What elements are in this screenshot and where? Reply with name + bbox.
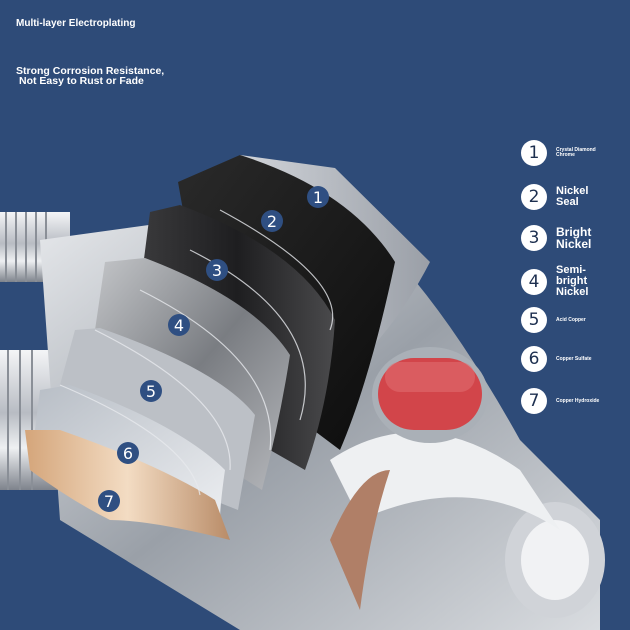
subtitle-line-1: Strong Corrosion Resistance, xyxy=(16,65,165,77)
legend-number-7: 7 xyxy=(521,388,547,414)
legend-number-3: 3 xyxy=(521,225,547,251)
legend-number-2: 2 xyxy=(521,184,547,210)
legend-label-3: Bright Nickel xyxy=(556,225,592,251)
legend-label-7: Copper Hydroxide xyxy=(556,397,600,404)
legend-number-6: 6 xyxy=(521,346,547,372)
layer-marker-2: 2 xyxy=(261,210,283,232)
layer-marker-1: 1 xyxy=(307,186,329,208)
legend-number-5: 5 xyxy=(521,307,547,333)
legend-label-5: Acid Copper xyxy=(556,316,586,323)
legend-label-6: Copper Sulfate xyxy=(556,355,592,362)
legend-number-1: 1 xyxy=(521,140,547,166)
layer-marker-5: 5 xyxy=(140,380,162,402)
layer-marker-4: 4 xyxy=(168,314,190,336)
page-title: Multi-layer Electroplating xyxy=(16,18,136,29)
legend-label-4: Semi-bright Nickel xyxy=(556,264,589,298)
layer-marker-6: 6 xyxy=(117,442,139,464)
legend-label-2: Nickel Seal xyxy=(556,185,589,208)
legend-item-7: 7 Copper Hydroxide xyxy=(521,388,599,414)
legend-number-4: 4 xyxy=(521,268,547,295)
legend-item-6: 6 Copper Sulfate xyxy=(521,346,592,372)
layer-marker-7: 7 xyxy=(98,490,120,512)
subtitle-line-2: Not Easy to Rust or Fade xyxy=(19,75,144,87)
legend-label-1: Crystal Diamond Chrome xyxy=(556,147,596,158)
layer-marker-3: 3 xyxy=(206,259,228,281)
legend-item-5: 5 Acid Copper xyxy=(521,307,586,333)
legend-item-1: 1 Crystal Diamond Chrome xyxy=(521,140,608,166)
legend-item-3: 3 Bright Nickel xyxy=(521,225,606,251)
legend-item-4: 4 Semi-bright Nickel xyxy=(521,265,616,298)
legend-item-2: 2 Nickel Seal xyxy=(521,184,596,210)
page-subtitle: Strong Corrosion Resistance, Not Easy to… xyxy=(16,65,165,87)
